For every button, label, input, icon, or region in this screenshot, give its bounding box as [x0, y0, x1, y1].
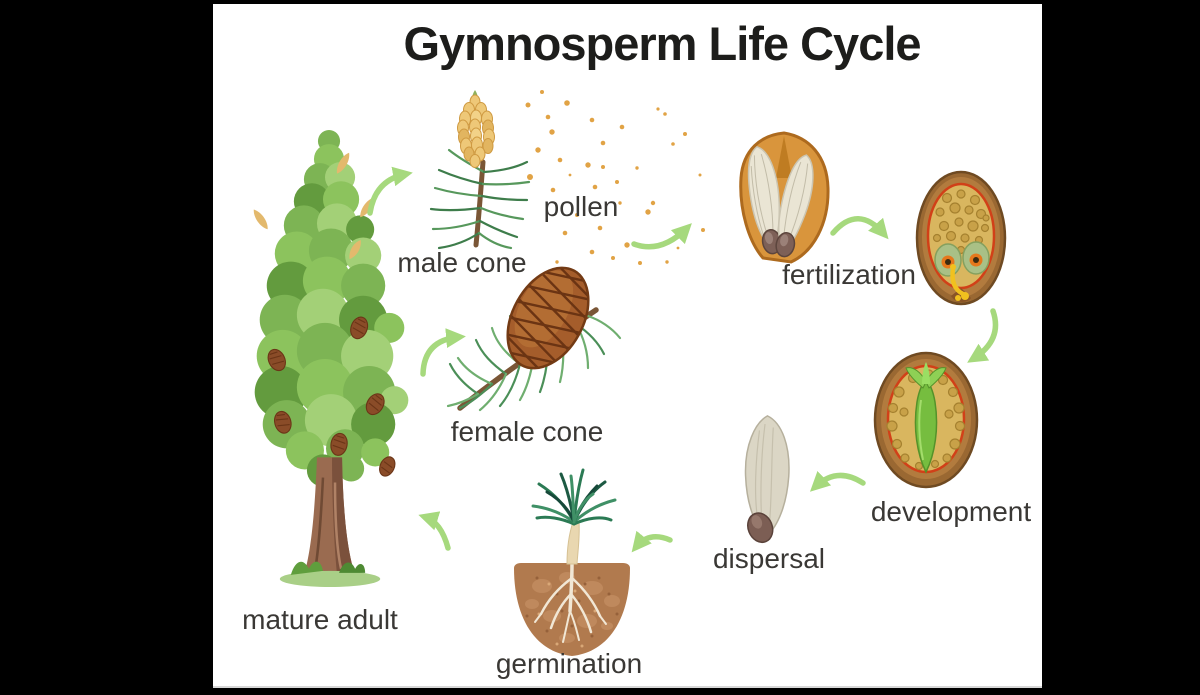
label-pollen: pollen [543, 191, 619, 222]
label-dispersal: dispersal [712, 543, 826, 574]
pollen-tube [950, 264, 969, 301]
cycle-arrows [367, 166, 999, 553]
tree-base-grass [279, 561, 381, 587]
male-cone-branch-illustration [429, 90, 531, 250]
seed-scale-illustration [739, 131, 830, 264]
female-cone-body [492, 255, 604, 381]
diagram-panel: Gymnosperm Life Cycle [213, 4, 1042, 688]
embryo [905, 362, 947, 474]
seedling-needles [531, 468, 617, 526]
male-cone-stem [473, 159, 486, 248]
arrow-pollen-to-fertilization [631, 223, 692, 250]
winged-seed-illustration [744, 415, 790, 544]
arrow-germination-to-mature-adult [418, 511, 451, 551]
seed-cells [886, 369, 966, 471]
arrow-mature-adult-to-female-cone [420, 328, 466, 377]
scale-notch [776, 136, 792, 178]
arrow-seed-scale-to-ovule [830, 216, 889, 240]
arrow-fertilization-to-development [967, 308, 999, 363]
page-title: Gymnosperm Life Cycle [403, 17, 921, 70]
arrow-development-to-dispersal [809, 470, 866, 492]
pollen-dots-illustration [525, 90, 705, 265]
arrow-mature-adult-to-male-cone [367, 166, 413, 216]
ovule-fertilization-illustration [915, 170, 1007, 306]
label-development: development [870, 496, 1032, 527]
seed-right [775, 154, 814, 258]
label-germination: germination [495, 648, 643, 679]
seed-with-embryo-illustration [873, 351, 979, 489]
roots [534, 562, 607, 643]
tree-seed-cones [267, 316, 396, 477]
arrow-dispersal-to-germination [631, 530, 673, 553]
diagram-overlay [367, 90, 999, 553]
label-male-cone: male cone [397, 247, 527, 278]
label-female-cone: female cone [450, 416, 604, 447]
tree-foliage [254, 130, 409, 487]
label-fertilization: fertilization [782, 259, 916, 290]
seedling-in-soil-illustration [514, 468, 630, 656]
pine-cone-branch-illustration [446, 255, 622, 412]
male-cone-catkin [457, 90, 495, 168]
label-mature-adult: mature adult [242, 604, 398, 635]
seed-highlight [751, 515, 763, 529]
pine-tree-illustration [253, 130, 409, 587]
male-cone-needles [429, 148, 531, 250]
